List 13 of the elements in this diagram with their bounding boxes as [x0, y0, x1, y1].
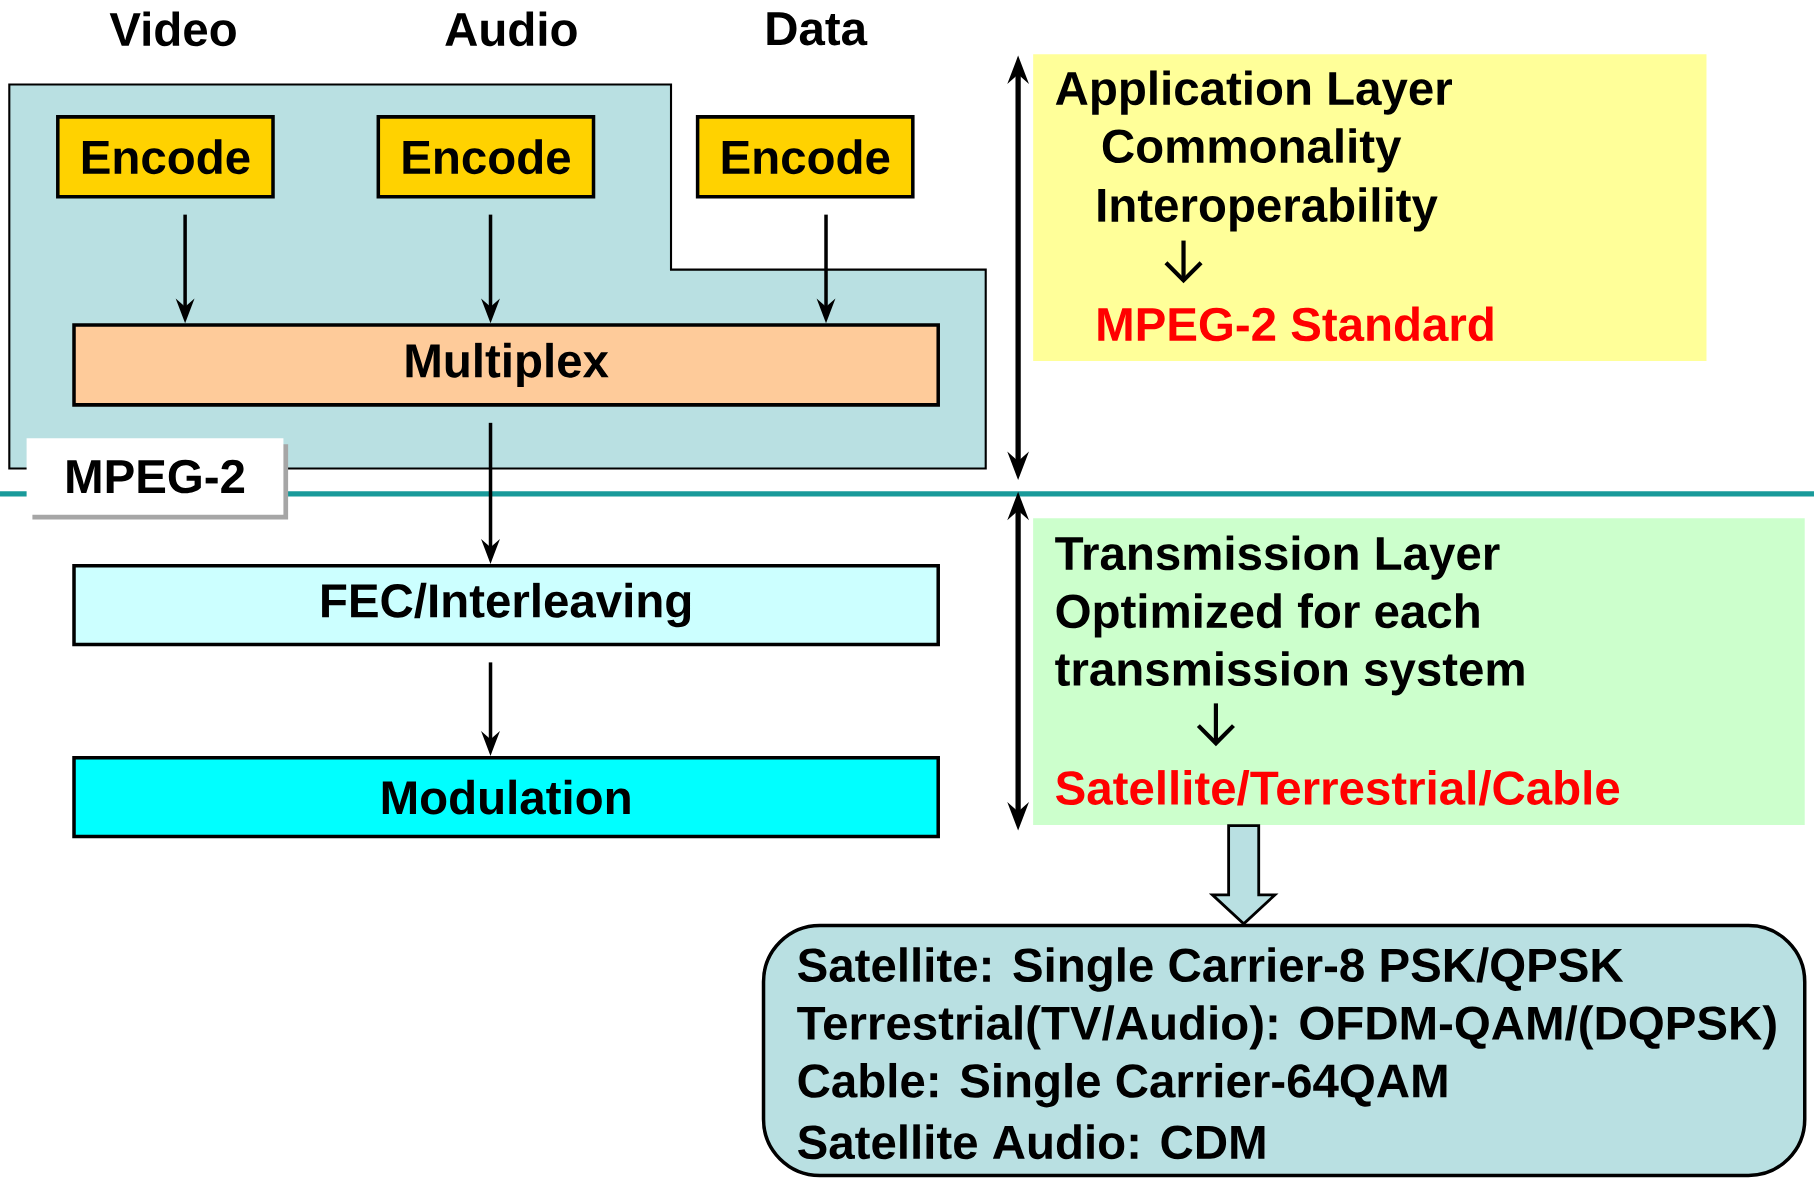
block-arrow [1208, 824, 1279, 926]
encode-box: Encode [376, 115, 596, 199]
layer-panel: Application Layer Commonality Interoperability MPEG-2 Standard [1033, 54, 1707, 361]
encode-box: Encode [695, 115, 915, 199]
layer-panel: Transmission Layer Optimized for each transmission system Satellite/Terrestrial/Cable [1033, 518, 1805, 825]
multiplex-box: Multiplex [72, 323, 940, 407]
column-heading: Video [109, 11, 236, 47]
modulation-list-box: Satellite: Single Carrier-8 PSK/QPSK Terrestrial(TV/Audio): OFDM-QAM/(DQPSK) Cable: Single Carrier-64QAM Satellite Audio: CDM [761, 923, 1807, 1178]
modulation-box: Modulation [72, 755, 940, 839]
encode-box: Encode [56, 115, 275, 199]
column-heading: Audio [445, 11, 577, 47]
column-heading: Data [767, 12, 868, 46]
fec-box: FEC/Interleaving [72, 563, 940, 647]
